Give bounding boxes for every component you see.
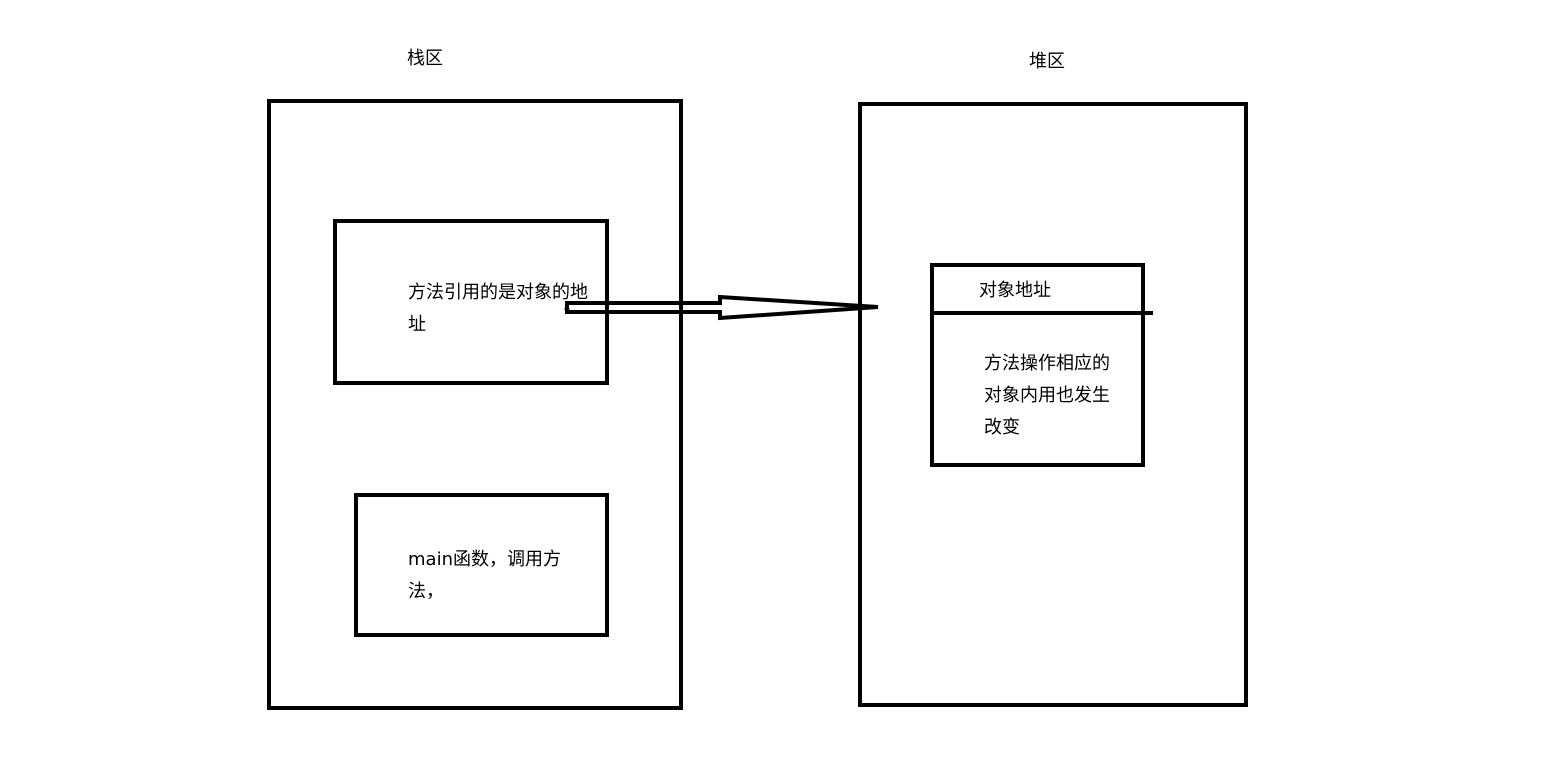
heap-region-title: 堆区: [1029, 51, 1065, 72]
heap-object-box: [930, 263, 1145, 467]
stack-region-box: [267, 99, 683, 710]
main-frame-text: main函数，调用方法，: [408, 549, 561, 602]
object-divider-line: [930, 311, 1153, 315]
main-frame-box: [354, 493, 609, 637]
object-address-label: 对象地址: [979, 280, 1051, 301]
object-body-text: 方法操作相应的对象内用也发生改变: [984, 353, 1110, 438]
stack-region-title: 栈区: [407, 48, 443, 69]
method-frame-text: 方法引用的是对象的地址: [408, 282, 588, 335]
heap-region-box: [858, 102, 1248, 707]
